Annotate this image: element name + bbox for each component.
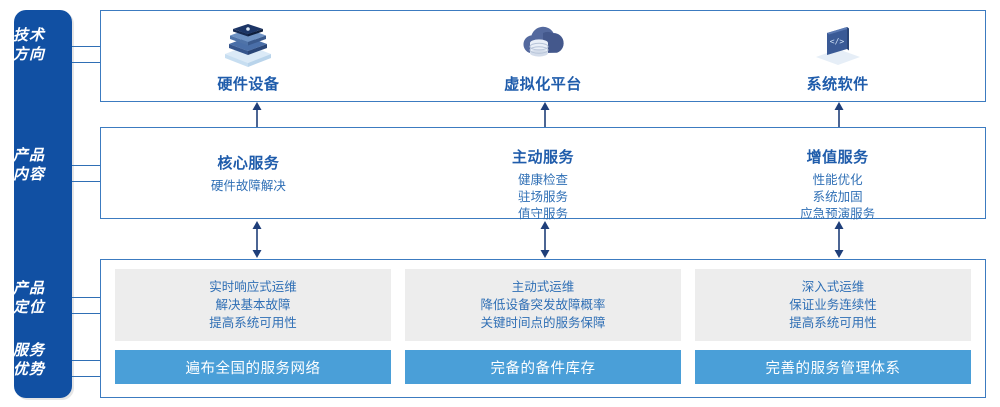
tech-column-virtualization[interactable]: 虚拟化平台 <box>396 11 691 101</box>
tech-label-system-software: 系统软件 <box>806 75 869 93</box>
arrow-up-hardware <box>252 102 262 128</box>
rail-label-product-position-line2: 定位 <box>12 299 45 316</box>
rail-label-tech-direction: 技术 方向 <box>0 26 58 64</box>
cloud-database-icon <box>523 26 564 57</box>
product-content-section: 核心服务 硬件故障解决 主动服务 健康检查 驻场服务 值守服务 增值服务 性能优… <box>100 127 986 221</box>
rail-label-tech-direction-line2: 方向 <box>12 46 45 63</box>
product-position-advantage-section: 实时响应式运维 解决基本故障 提高系统可用性 遍布全国的服务网络 主动式运维 降… <box>100 259 986 398</box>
advantage-bar-service-network[interactable]: 遍布全国的服务网络 <box>115 350 391 384</box>
arrow-updown-deep <box>834 221 844 258</box>
connector-position-lower <box>72 313 100 314</box>
content-item-value-1: 性能优化 <box>812 173 863 187</box>
connector-position-upper <box>72 297 100 298</box>
tech-label-hardware: 硬件设备 <box>217 75 280 93</box>
content-item-proactive-1: 健康检查 <box>518 173 569 187</box>
content-item-proactive-2: 驻场服务 <box>518 190 569 204</box>
position-line-deep-2: 保证业务连续性 <box>789 298 877 312</box>
rail-label-product-position: 产品 定位 <box>0 279 58 317</box>
content-item-value-3: 应急预演服务 <box>800 207 876 221</box>
connector-content-lower <box>72 181 100 182</box>
rail-label-product-content-line1: 产品 <box>12 147 45 164</box>
bottom-column-deep[interactable]: 深入式运维 保证业务连续性 提高系统可用性 完善的服务管理体系 <box>695 269 971 388</box>
advantage-bar-management-system[interactable]: 完善的服务管理体系 <box>695 350 971 384</box>
laptop-code-icon: </> <box>815 26 860 65</box>
position-card-realtime: 实时响应式运维 解决基本故障 提高系统可用性 <box>115 269 391 341</box>
content-column-core-service[interactable]: 核心服务 硬件故障解决 <box>101 128 396 218</box>
connector-tech-lower <box>72 62 100 63</box>
position-card-proactive: 主动式运维 降低设备突发故障概率 关键时间点的服务保障 <box>405 269 681 341</box>
rail-label-tech-direction-line1: 技术 <box>12 27 45 44</box>
server-stack-icon <box>225 23 272 67</box>
connector-advantage-upper <box>72 360 100 361</box>
content-title-value-added-service: 增值服务 <box>806 149 869 166</box>
position-line-deep-3: 提高系统可用性 <box>789 316 877 330</box>
advantage-bar-spare-parts[interactable]: 完备的备件库存 <box>405 350 681 384</box>
arrow-updown-realtime <box>252 221 262 258</box>
connector-advantage-lower <box>72 376 100 377</box>
position-line-realtime-3: 提高系统可用性 <box>209 316 297 330</box>
content-item-core-1: 硬件故障解决 <box>210 178 286 193</box>
connector-content-upper <box>72 165 100 166</box>
position-line-deep-1: 深入式运维 <box>801 280 865 294</box>
arrow-updown-proactive <box>540 221 550 258</box>
tech-column-system-software[interactable]: </> 系统软件 <box>690 11 985 101</box>
arrow-up-system-software <box>834 102 844 128</box>
position-line-realtime-1: 实时响应式运维 <box>209 280 297 294</box>
position-line-proactive-1: 主动式运维 <box>511 280 575 294</box>
content-column-proactive-service[interactable]: 主动服务 健康检查 驻场服务 值守服务 <box>396 128 691 221</box>
content-item-proactive-3: 值守服务 <box>518 207 569 221</box>
position-line-realtime-2: 解决基本故障 <box>215 298 291 312</box>
rail-label-service-advantage-line2: 优势 <box>12 361 45 378</box>
content-title-core-service: 核心服务 <box>217 154 280 172</box>
connector-tech-upper <box>72 46 100 47</box>
content-column-value-added-service[interactable]: 增值服务 性能优化 系统加固 应急预演服务 <box>690 128 985 221</box>
bottom-column-realtime[interactable]: 实时响应式运维 解决基本故障 提高系统可用性 遍布全国的服务网络 <box>115 269 391 388</box>
rail-label-service-advantage: 服务 优势 <box>0 341 58 379</box>
position-line-proactive-3: 关键时间点的服务保障 <box>480 316 606 330</box>
category-rail <box>14 10 72 398</box>
rail-label-product-content: 产品 内容 <box>0 146 58 184</box>
tech-direction-section: 硬件设备 虚拟化平台 <box>100 10 986 102</box>
arrow-up-virtualization <box>540 102 550 128</box>
svg-text:</>: </> <box>829 37 844 46</box>
tech-label-virtualization: 虚拟化平台 <box>504 75 582 93</box>
position-card-deep: 深入式运维 保证业务连续性 提高系统可用性 <box>695 269 971 341</box>
bottom-column-proactive[interactable]: 主动式运维 降低设备突发故障概率 关键时间点的服务保障 完备的备件库存 <box>405 269 681 388</box>
position-line-proactive-2: 降低设备突发故障概率 <box>480 298 606 312</box>
content-item-value-2: 系统加固 <box>812 190 863 204</box>
rail-label-product-position-line1: 产品 <box>12 280 45 297</box>
tech-column-hardware[interactable]: 硬件设备 <box>101 11 396 101</box>
content-title-proactive-service: 主动服务 <box>512 149 575 166</box>
rail-label-service-advantage-line1: 服务 <box>12 342 45 359</box>
rail-label-product-content-line2: 内容 <box>12 166 45 183</box>
